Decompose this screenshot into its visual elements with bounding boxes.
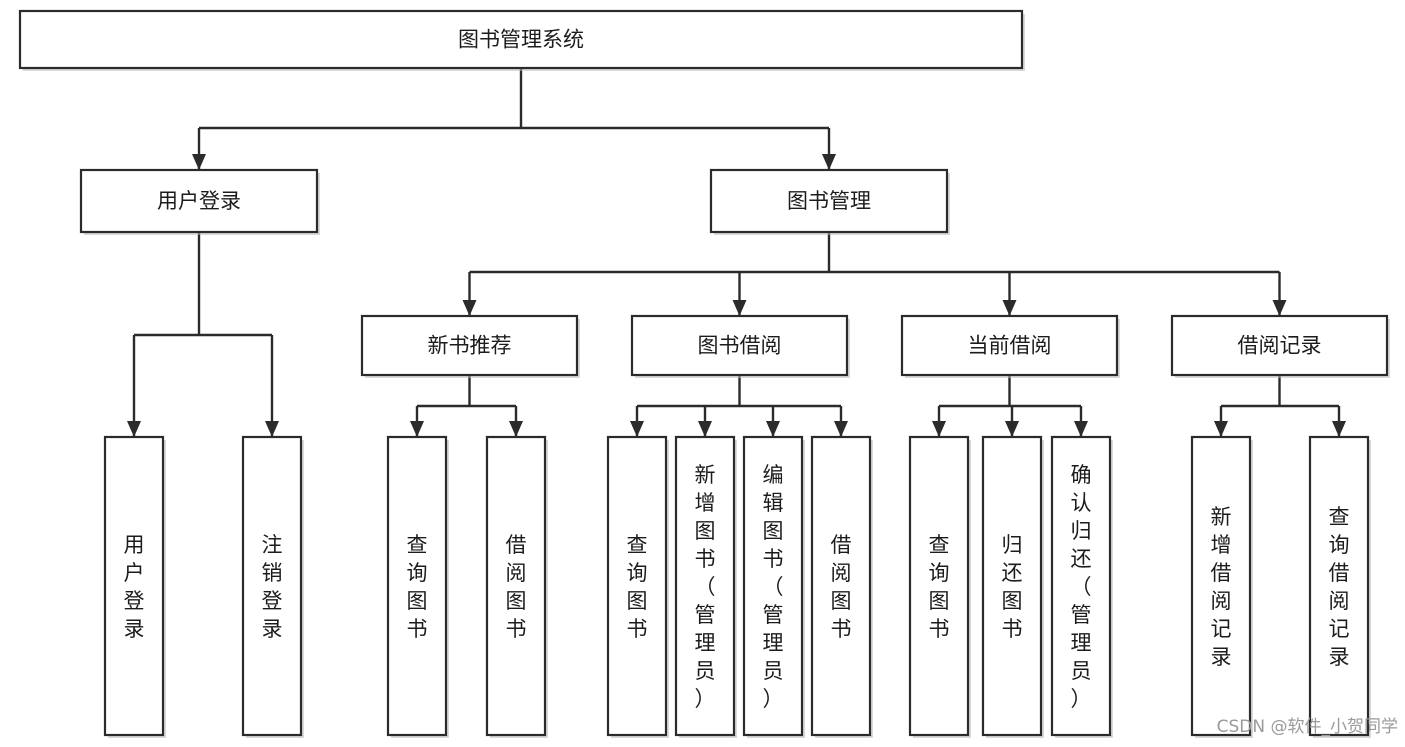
node-box [360, 314, 579, 377]
conn-recommend-to-leaves [410, 375, 523, 437]
conn-current-to-leaves [932, 375, 1088, 437]
arrow-head [834, 421, 848, 437]
node-label: 新增借阅记录 [1211, 505, 1232, 669]
arrow-head [509, 421, 523, 437]
arrow-head [265, 421, 279, 437]
node-label: 新书推荐 [428, 334, 512, 358]
node-label: 注销登录 [262, 533, 283, 641]
node-label: 新增图书（管理员） [695, 463, 716, 711]
node-box [79, 168, 319, 234]
conn-records-to-leaves [1214, 375, 1346, 437]
node-box [386, 435, 448, 737]
node-box [900, 314, 1119, 377]
node-label: 用户登录 [124, 533, 145, 641]
node-book-management[interactable]: 图书管理 [709, 168, 950, 235]
node-leaf-query-book-2[interactable]: 查询图书 [606, 435, 669, 738]
conn-root-to-level2 [192, 68, 836, 170]
node-label: 图书管理 [787, 189, 871, 213]
arrow-head [630, 421, 644, 437]
node-box [709, 168, 949, 234]
node-layer: 图书管理系统用户登录图书管理新书推荐图书借阅当前借阅借阅记录用户登录注销登录查询… [18, 9, 1390, 738]
node-box [810, 435, 872, 737]
node-user-login[interactable]: 用户登录 [79, 168, 320, 235]
arrow-head [698, 421, 712, 437]
node-leaf-user-login[interactable]: 用户登录 [103, 435, 166, 738]
conn-borrow-to-leaves [630, 375, 848, 437]
node-box [606, 435, 668, 737]
node-leaf-query-book-1[interactable]: 查询图书 [386, 435, 449, 738]
node-label: 图书借阅 [698, 334, 782, 358]
node-root[interactable]: 图书管理系统 [18, 9, 1025, 71]
node-leaf-edit-book[interactable]: 编辑图书（管理员） [742, 435, 805, 738]
node-label: 查询图书 [929, 533, 950, 641]
conn-userlogin-to-leaves [127, 232, 279, 437]
node-box [908, 435, 970, 737]
node-leaf-borrow-book-1[interactable]: 借阅图书 [485, 435, 548, 738]
node-box [1190, 435, 1252, 737]
node-box [1050, 435, 1112, 737]
arrow-head [462, 300, 477, 316]
node-label: 确认归还（管理员） [1071, 463, 1092, 711]
node-box [485, 435, 547, 737]
node-leaf-borrow-book-2[interactable]: 借阅图书 [810, 435, 873, 738]
node-label: 借阅图书 [506, 533, 527, 641]
node-box [1170, 314, 1389, 377]
node-leaf-user-logout[interactable]: 注销登录 [241, 435, 304, 738]
node-box [630, 314, 849, 377]
arrow-head [127, 421, 141, 437]
arrow-head [1332, 421, 1346, 437]
node-label: 编辑图书（管理员） [763, 463, 784, 711]
node-borrow-records[interactable]: 借阅记录 [1170, 314, 1390, 378]
arrow-head [1005, 421, 1019, 437]
node-label: 借阅记录 [1238, 334, 1322, 358]
node-book-borrow[interactable]: 图书借阅 [630, 314, 850, 378]
node-label: 图书管理系统 [458, 28, 584, 52]
node-leaf-return-book[interactable]: 归还图书 [981, 435, 1044, 738]
node-label: 归还图书 [1002, 533, 1023, 641]
arrow-head [1214, 421, 1228, 437]
arrow-head [1002, 300, 1017, 316]
node-box [981, 435, 1043, 737]
node-box [241, 435, 303, 737]
node-label: 用户登录 [157, 189, 241, 213]
node-box [1308, 435, 1370, 737]
connector-layer [127, 68, 1346, 437]
node-label: 查询图书 [407, 533, 428, 641]
arrow-head [766, 421, 780, 437]
csdn-watermark: CSDN @软件_小贺同学 [1217, 717, 1398, 737]
node-box [18, 9, 1024, 70]
node-label: 当前借阅 [968, 334, 1052, 358]
node-label: 查询借阅记录 [1329, 505, 1350, 669]
conn-bookmgmt-to-level3 [462, 232, 1287, 316]
node-current-borrow[interactable]: 当前借阅 [900, 314, 1120, 378]
arrow-head [192, 154, 206, 170]
node-new-book-recommend[interactable]: 新书推荐 [360, 314, 580, 378]
arrow-head [932, 421, 946, 437]
node-leaf-add-book[interactable]: 新增图书（管理员） [674, 435, 737, 738]
arrow-head [410, 421, 424, 437]
node-leaf-query-book-3[interactable]: 查询图书 [908, 435, 971, 738]
node-box [103, 435, 165, 737]
arrow-head [822, 154, 836, 170]
node-label: 查询图书 [627, 533, 648, 641]
arrow-head [1074, 421, 1088, 437]
node-label: 借阅图书 [831, 533, 852, 641]
node-box [674, 435, 736, 737]
arrow-head [1272, 300, 1287, 316]
node-leaf-add-record[interactable]: 新增借阅记录 [1190, 435, 1253, 738]
arrow-head [732, 300, 747, 316]
node-leaf-confirm-return[interactable]: 确认归还（管理员） [1050, 435, 1113, 738]
node-box [742, 435, 804, 737]
node-leaf-query-record[interactable]: 查询借阅记录 [1308, 435, 1371, 738]
